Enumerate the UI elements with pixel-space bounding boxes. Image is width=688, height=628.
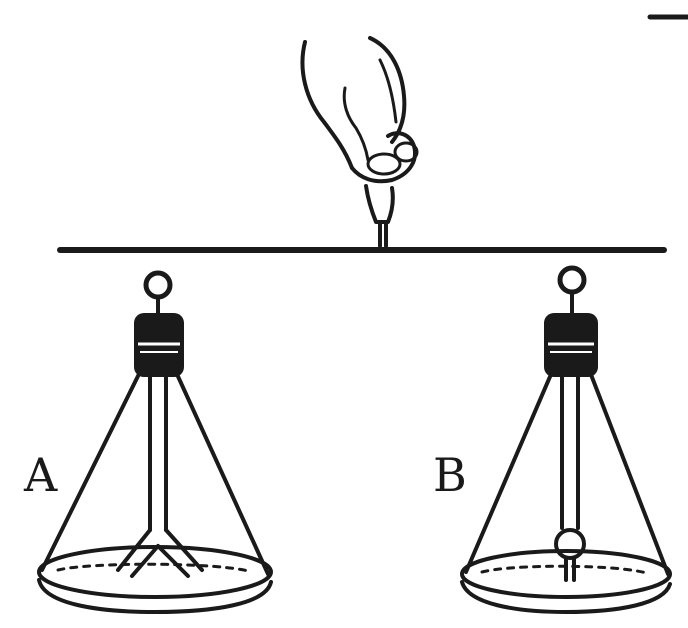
funnel-b (460, 265, 672, 614)
hand (300, 36, 419, 248)
label-a: A (24, 448, 58, 502)
label-b: B (433, 448, 467, 502)
funnel-a (37, 270, 273, 614)
